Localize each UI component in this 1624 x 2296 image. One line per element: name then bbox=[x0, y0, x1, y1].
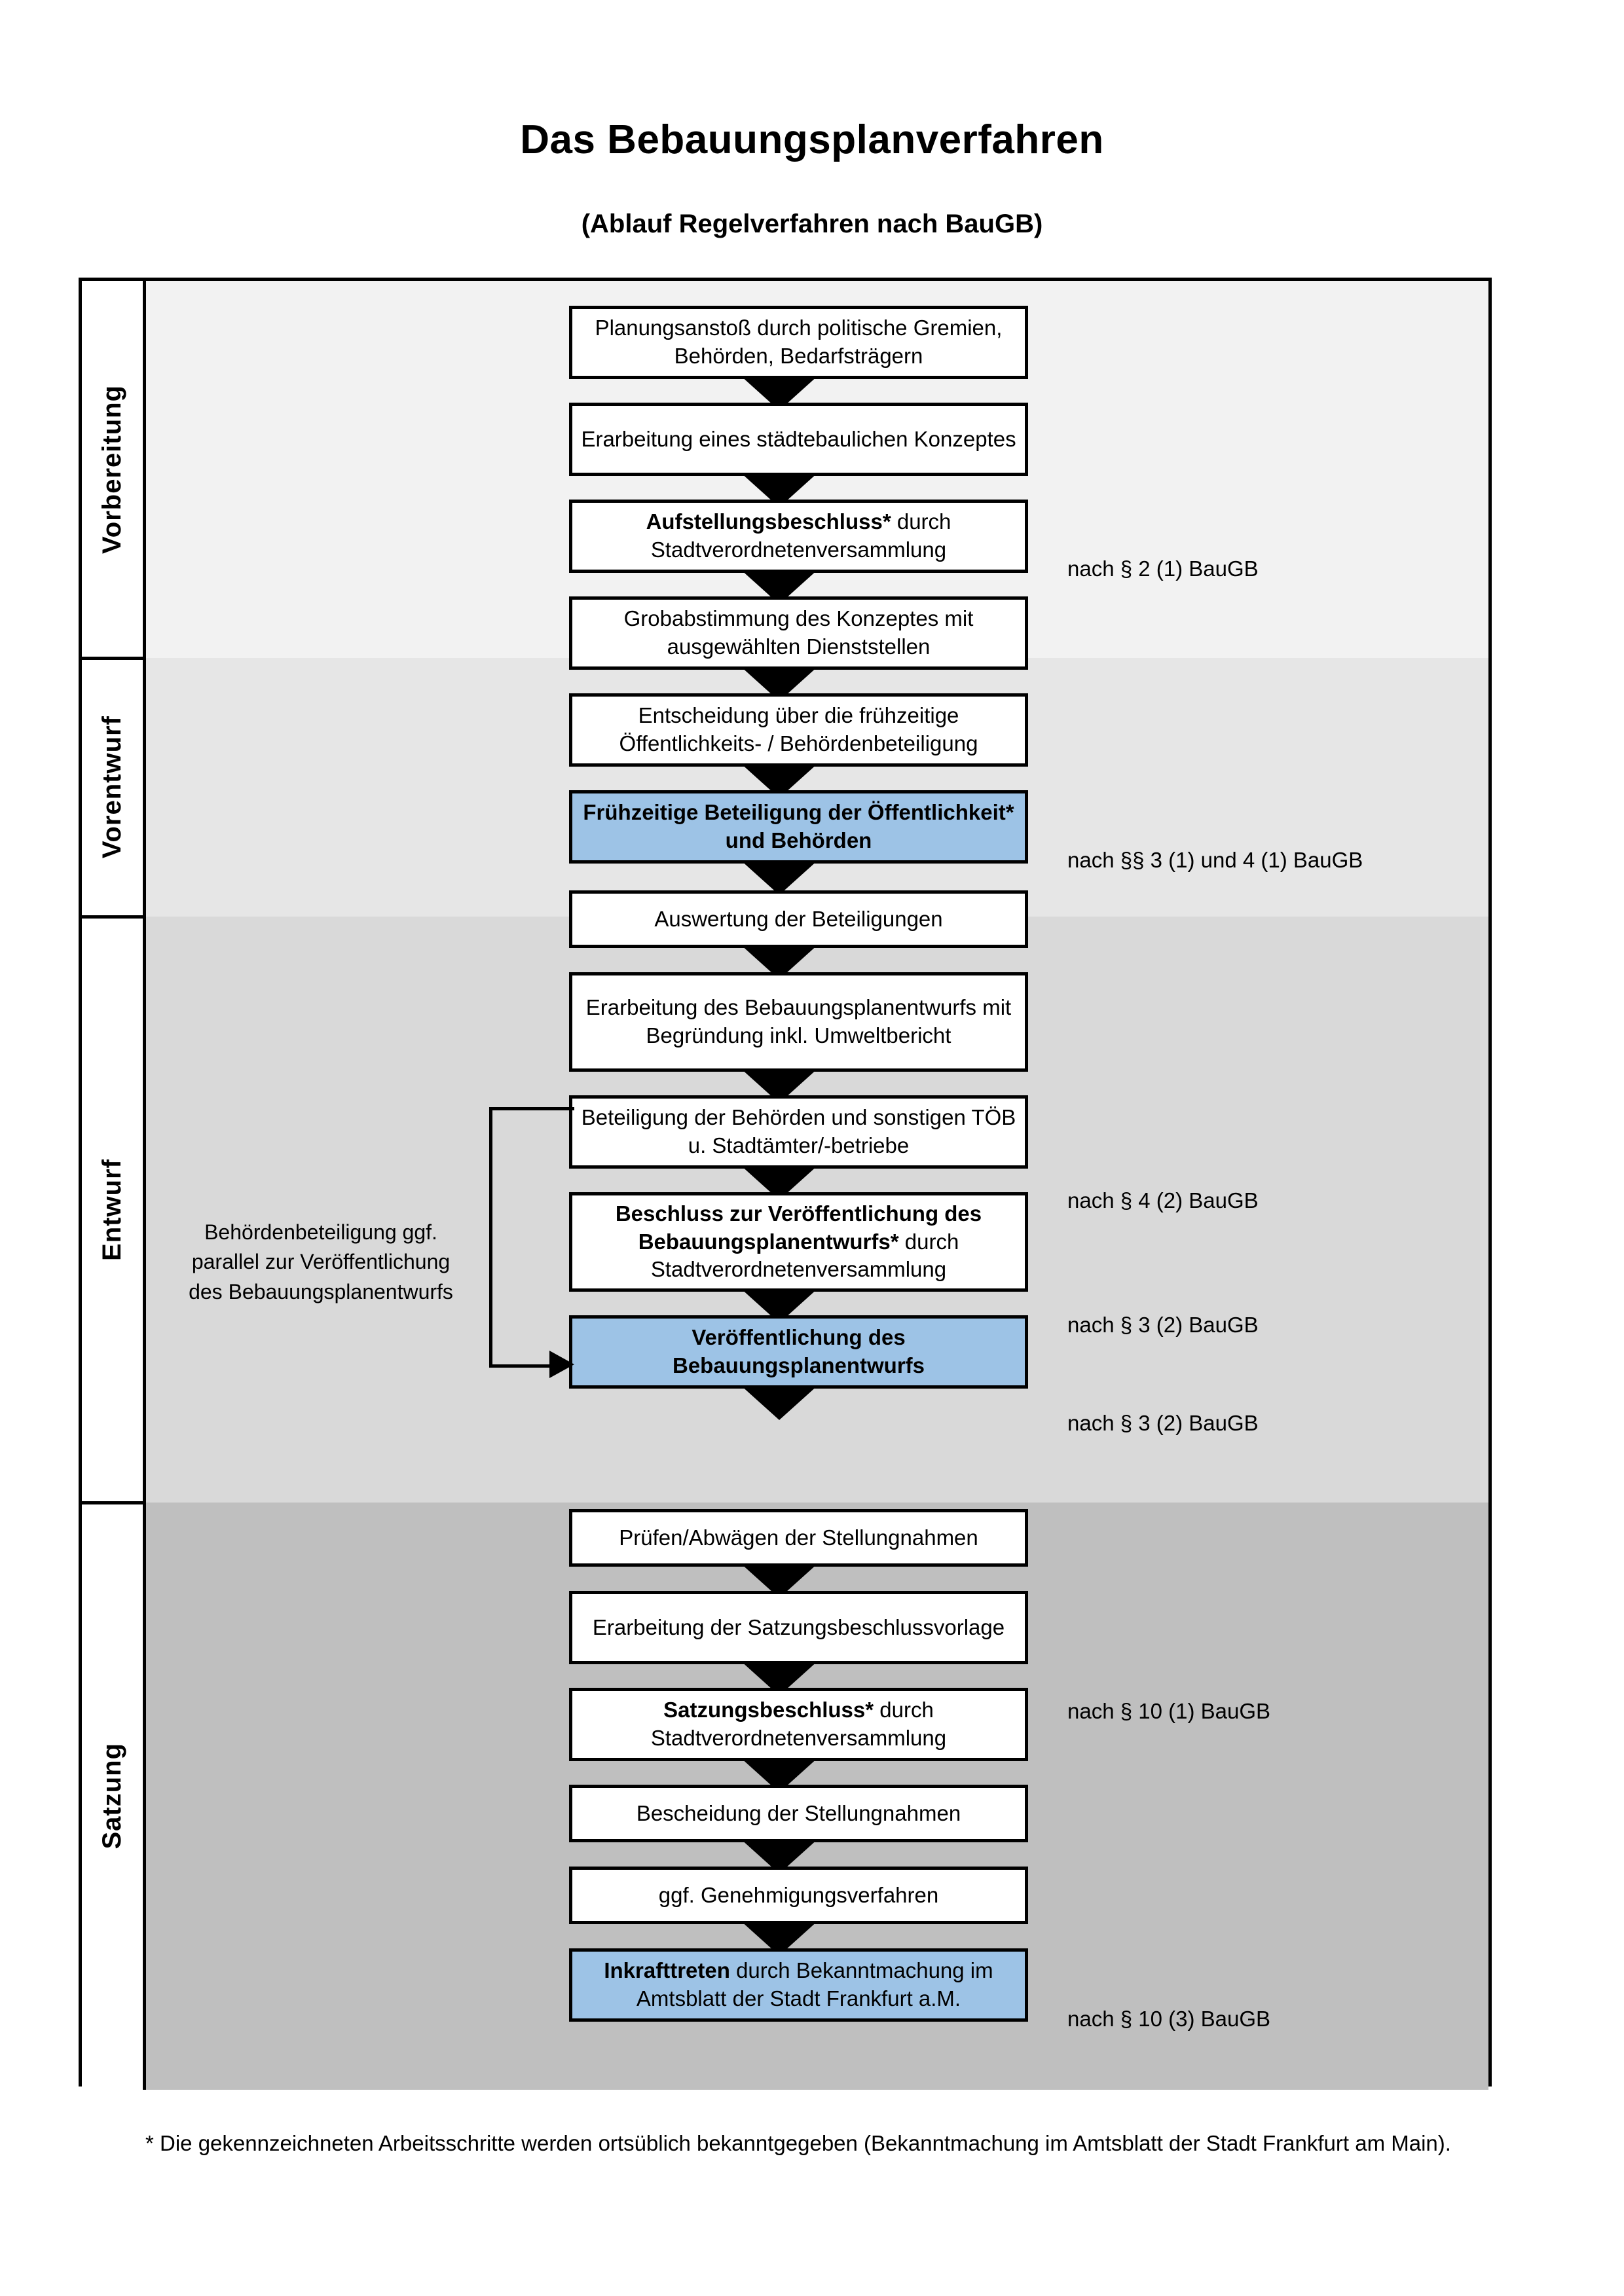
process-box-s8[interactable]: Erarbeitung des Bebauungsplanentwurfs mi… bbox=[569, 972, 1028, 1072]
process-box-s3[interactable]: Aufstellungsbeschluss* durch Stadtverord… bbox=[569, 500, 1028, 573]
phase-label-cell-vorentwurf: Vorentwurf bbox=[82, 658, 146, 917]
process-box-bold-s3: Aufstellungsbeschluss* bbox=[646, 509, 891, 534]
process-box-s10[interactable]: Beschluss zur Veröffentlichung des Bebau… bbox=[569, 1192, 1028, 1292]
process-box-s2[interactable]: Erarbeitung eines städtebaulichen Konzep… bbox=[569, 403, 1028, 476]
process-box-text-s17: Inkrafttreten durch Bekanntmachung im Am… bbox=[604, 1958, 993, 2011]
process-box-text-s15: Bescheidung der Stellungnahmen bbox=[636, 1800, 961, 1825]
process-box-bold-s14: Satzungsbeschluss* bbox=[663, 1698, 874, 1722]
process-box-s9[interactable]: Beteiligung der Behörden und sonstigen T… bbox=[569, 1095, 1028, 1169]
phase-label-satzung: Satzung bbox=[98, 1743, 126, 1850]
process-box-text-s6: Frühzeitige Beteiligung der Öffentlichke… bbox=[579, 799, 1018, 855]
footnote-text: * Die gekennzeichneten Arbeitsschritte w… bbox=[145, 2131, 1451, 2155]
process-box-s6[interactable]: Frühzeitige Beteiligung der Öffentlichke… bbox=[569, 790, 1028, 864]
process-box-s13[interactable]: Erarbeitung der Satzungsbeschlussvorlage bbox=[569, 1591, 1028, 1664]
process-box-text-s5: Entscheidung über die frühzeitige Öffent… bbox=[619, 703, 978, 756]
bracket-top-segment bbox=[489, 1107, 574, 1110]
process-box-s12[interactable]: Prüfen/Abwägen der Stellungnahmen bbox=[569, 1509, 1028, 1567]
phase-divider-entwurf bbox=[82, 915, 146, 919]
phase-divider-satzung bbox=[82, 1501, 146, 1504]
legal-reference-l2: nach §§ 3 (1) und 4 (1) BauGB bbox=[1067, 848, 1363, 872]
bracket-vertical-segment bbox=[489, 1107, 492, 1368]
process-box-text-s12: Prüfen/Abwägen der Stellungnahmen bbox=[619, 1525, 978, 1550]
phase-divider-vorentwurf bbox=[82, 657, 146, 660]
flow-arrow-s6-to-s7 bbox=[740, 860, 819, 895]
legal-reference-l3: nach § 4 (2) BauGB bbox=[1067, 1188, 1259, 1212]
phase-label-cell-satzung: Satzung bbox=[82, 1503, 146, 2090]
process-box-s17[interactable]: Inkrafttreten durch Bekanntmachung im Am… bbox=[569, 1948, 1028, 2022]
process-box-text-s8: Erarbeitung des Bebauungsplanentwurfs mi… bbox=[585, 995, 1012, 1048]
process-box-text-s16: ggf. Genehmigungsverfahren bbox=[658, 1882, 939, 1907]
bracket-bottom-segment bbox=[489, 1364, 552, 1368]
process-box-text-s14: Satzungsbeschluss* durch Stadtverordnete… bbox=[650, 1698, 947, 1750]
process-box-bold-s10: Beschluss zur Veröffentlichung des Bebau… bbox=[615, 1201, 982, 1254]
process-box-s1[interactable]: Planungsanstoß durch politische Gremien,… bbox=[569, 306, 1028, 379]
phase-label-cell-entwurf: Entwurf bbox=[82, 917, 146, 1503]
process-box-s16[interactable]: ggf. Genehmigungsverfahren bbox=[569, 1867, 1028, 1924]
phase-label-cell-vorbereitung: Vorbereitung bbox=[82, 281, 146, 658]
process-box-text-s13: Erarbeitung der Satzungsbeschlussvorlage bbox=[592, 1614, 1005, 1639]
page-title: Das Bebauungsplanverfahren bbox=[520, 117, 1104, 162]
process-box-text-s7: Auswertung der Beteiligungen bbox=[654, 906, 943, 931]
process-box-s5[interactable]: Entscheidung über die frühzeitige Öffent… bbox=[569, 693, 1028, 767]
legal-reference-l4: nach § 3 (2) BauGB bbox=[1067, 1313, 1259, 1337]
process-box-text-s11: Veröffentlichung des Bebauungsplanentwur… bbox=[579, 1324, 1018, 1380]
phase-label-vorbereitung: Vorbereitung bbox=[98, 385, 126, 554]
process-box-text-s2: Erarbeitung eines städtebaulichen Konzep… bbox=[581, 426, 1016, 451]
legal-reference-l1: nach § 2 (1) BauGB bbox=[1067, 556, 1259, 581]
process-box-s4[interactable]: Grobabstimmung des Konzeptes mit ausgewä… bbox=[569, 596, 1028, 670]
process-box-text-s3: Aufstellungsbeschluss* durch Stadtverord… bbox=[646, 509, 951, 562]
legal-reference-l6: nach § 10 (1) BauGB bbox=[1067, 1699, 1271, 1723]
process-box-s7[interactable]: Auswertung der Beteiligungen bbox=[569, 890, 1028, 948]
process-box-s11[interactable]: Veröffentlichung des Bebauungsplanentwur… bbox=[569, 1315, 1028, 1389]
process-box-text-s10: Beschluss zur Veröffentlichung des Bebau… bbox=[615, 1201, 982, 1282]
legal-reference-l5: nach § 3 (2) BauGB bbox=[1067, 1411, 1259, 1435]
process-box-s15[interactable]: Bescheidung der Stellungnahmen bbox=[569, 1785, 1028, 1842]
phase-label-entwurf: Entwurf bbox=[98, 1158, 126, 1261]
parallel-connector-bracket bbox=[489, 1107, 574, 1378]
process-box-bold-s11: Veröffentlichung des Bebauungsplanentwur… bbox=[672, 1325, 925, 1377]
process-box-bold-s17: Inkrafttreten bbox=[604, 1958, 730, 1983]
legal-reference-l7: nach § 10 (3) BauGB bbox=[1067, 2007, 1271, 2031]
bracket-arrowhead-icon bbox=[549, 1351, 574, 1378]
process-box-text-s4: Grobabstimmung des Konzeptes mit ausgewä… bbox=[623, 606, 974, 659]
process-box-text-s9: Beteiligung der Behörden und sonstigen T… bbox=[581, 1105, 1016, 1157]
process-box-s14[interactable]: Satzungsbeschluss* durch Stadtverordnete… bbox=[569, 1688, 1028, 1761]
side-note-behoerdenbeteiligung: Behördenbeteiligung ggf. parallel zur Ve… bbox=[189, 1220, 453, 1303]
process-box-bold-s6: Frühzeitige Beteiligung der Öffentlichke… bbox=[583, 800, 1014, 852]
phase-label-vorentwurf: Vorentwurf bbox=[98, 716, 126, 859]
page-subtitle: (Ablauf Regelverfahren nach BauGB) bbox=[581, 210, 1043, 238]
flow-arrow-s11-to-s12 bbox=[740, 1385, 819, 1420]
process-box-text-s1: Planungsanstoß durch politische Gremien,… bbox=[595, 316, 1003, 368]
